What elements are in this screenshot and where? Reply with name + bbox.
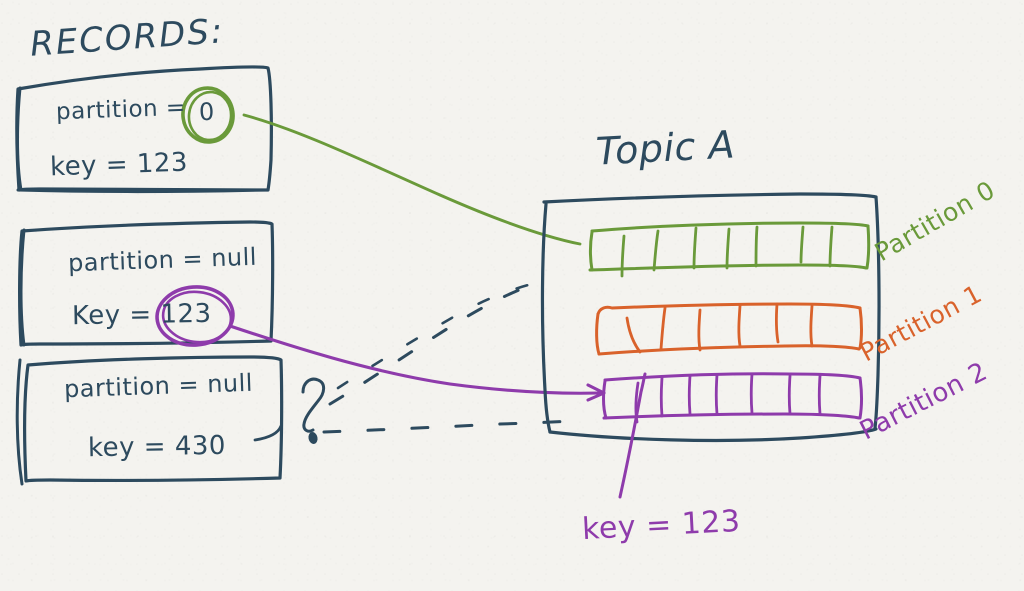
record-box-3 <box>15 355 284 486</box>
record-2-key-label: Key = 123 <box>71 298 212 332</box>
record-3-key-label: key = 430 <box>87 430 227 464</box>
dashed-uncertainty-upper <box>328 279 547 406</box>
record-1-partition-label: partition = <box>55 94 187 126</box>
connector-record1-to-partition0 <box>242 113 582 246</box>
connector-bottom-note-to-partition2 <box>618 372 647 499</box>
question-mark-glyph <box>301 377 326 444</box>
record-1-partition-value: 0 <box>198 97 216 127</box>
partition-2-bar <box>602 372 863 424</box>
topic-title: Topic A <box>594 122 736 174</box>
partition-1-bar <box>595 302 863 356</box>
partition-0-bar <box>588 221 871 278</box>
record-box-1 <box>15 65 273 193</box>
topic-outer-box <box>540 192 881 443</box>
record-1-key-label: key = 123 <box>49 147 189 183</box>
dashed-uncertainty-lower <box>322 419 574 434</box>
key-123-highlight <box>155 285 235 347</box>
partition-zero-highlight <box>181 86 235 144</box>
connector-record2-to-partition2 <box>228 324 606 402</box>
